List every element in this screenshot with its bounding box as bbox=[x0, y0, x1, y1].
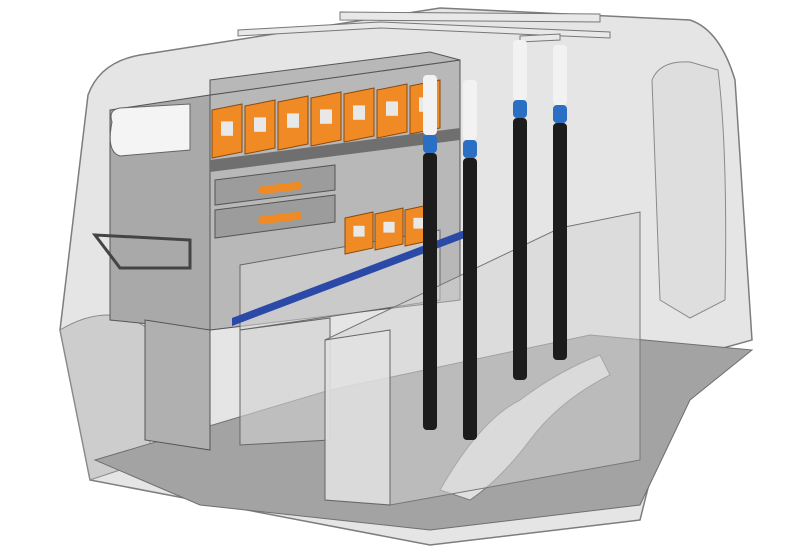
box-label-slot bbox=[254, 117, 266, 132]
vertical-poles bbox=[423, 40, 567, 440]
blue-rail bbox=[232, 228, 470, 326]
shelving-unit bbox=[91, 51, 470, 451]
van-side-window bbox=[651, 61, 727, 319]
box-label-slot bbox=[353, 225, 365, 237]
box-label-slot bbox=[287, 113, 299, 128]
pole-front-left bbox=[423, 75, 437, 430]
box-label-slot bbox=[383, 221, 395, 233]
side-bracket bbox=[91, 233, 192, 270]
pole-back-right bbox=[553, 45, 567, 360]
pole-front-right bbox=[463, 80, 477, 440]
pole-back-left bbox=[513, 40, 527, 380]
box-label-slot bbox=[221, 121, 233, 136]
box-label-slot bbox=[320, 109, 332, 124]
upper-storage-boxes bbox=[211, 79, 441, 159]
box-label-slot bbox=[413, 217, 425, 229]
box-label-slot bbox=[386, 101, 398, 116]
paper-roll bbox=[109, 103, 191, 157]
divider-front-block bbox=[324, 329, 391, 506]
box-label-slot bbox=[353, 105, 365, 120]
roof-bars bbox=[237, 11, 611, 43]
